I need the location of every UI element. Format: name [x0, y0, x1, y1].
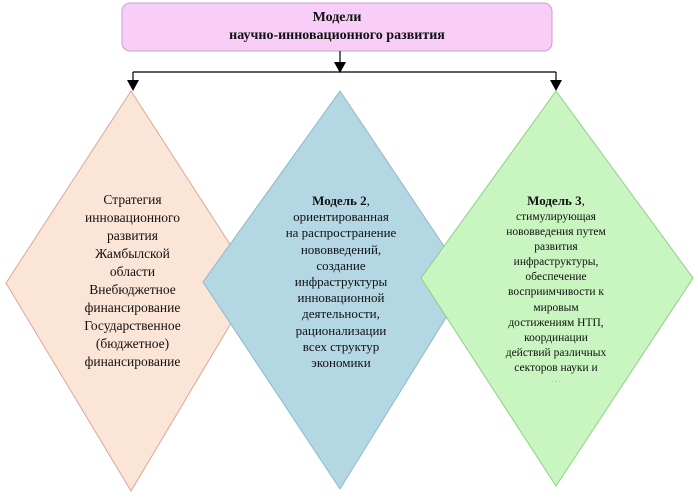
- title-line-2: научно-инновационного развития: [229, 28, 445, 43]
- model-3-heading-suffix: ,: [581, 193, 585, 208]
- model-2-line: рационализации: [295, 322, 387, 338]
- model-2-line: всех структур: [302, 338, 380, 354]
- strategy-line: (бюджетное): [95, 336, 170, 351]
- title-line-1: Модели: [312, 10, 362, 25]
- page-title: Модели научно-инновационного развития: [122, 3, 552, 51]
- model-2-line: на распространение: [285, 225, 397, 241]
- model-3-line: …: [550, 374, 562, 382]
- model-2-heading-suffix: ,: [366, 193, 370, 208]
- strategy-line: финансирование: [84, 354, 181, 369]
- model-2-line: ориентированная: [293, 209, 389, 225]
- strategy-line: развития: [106, 228, 158, 243]
- model-3-text: Модель 3, стимулирующая нововведения пут…: [480, 192, 632, 382]
- arrowheads: [127, 62, 562, 91]
- model-2-text: Модель 2, ориентированная на распростран…: [262, 193, 420, 371]
- model-2-line: создание: [316, 257, 366, 273]
- model-3-line: стимулирующая: [516, 211, 596, 223]
- strategy-text: Стратегия инновационного развития Жамбыл…: [50, 191, 215, 371]
- title-box: [121, 2, 553, 52]
- diamond-model-3: [420, 90, 694, 487]
- model-2-title: Модель 2: [312, 193, 367, 208]
- model-2-line: инновационной: [297, 290, 385, 306]
- diamond-strategy: [5, 90, 256, 492]
- model-3-line: координации: [524, 331, 588, 344]
- strategy-line: финансирование: [84, 300, 181, 315]
- model-3-heading: Модель 3,: [480, 192, 632, 210]
- arrowhead-model-2: [334, 62, 346, 73]
- model-2-line: экономики: [311, 355, 371, 371]
- model-3-line: мировым: [533, 301, 579, 314]
- model-2-heading: Модель 2,: [262, 193, 420, 209]
- model-2-line: нововведений,: [300, 241, 382, 257]
- model-2-line: деятельности,: [302, 306, 380, 322]
- model-3-line: инфраструктуры,: [513, 256, 599, 269]
- arrowhead-model-3: [550, 80, 562, 91]
- model-3-line: действий различных: [505, 346, 607, 359]
- strategy-line: Внебюджетное: [89, 282, 176, 297]
- model-3-line: секторов науки и: [514, 361, 598, 374]
- connector-lines: [132, 51, 557, 84]
- strategy-line: области: [109, 264, 156, 279]
- diamond-model-2: [202, 90, 469, 490]
- arrowhead-model-1: [127, 80, 139, 91]
- model-3-line: восприимчивости к: [507, 286, 605, 299]
- strategy-line: Стратегия: [103, 192, 162, 207]
- strategy-line: Государственное: [84, 318, 181, 333]
- model-2-line: инфраструктуры: [294, 274, 388, 290]
- strategy-line: инновационного: [85, 210, 180, 225]
- model-3-line: нововведения путем: [506, 226, 606, 239]
- model-3-line: достижениям НТП,: [508, 316, 604, 329]
- model-3-title: Модель 3: [527, 193, 582, 208]
- model-3-line: развития: [534, 241, 578, 254]
- strategy-line: Жамбылской: [95, 246, 170, 261]
- model-3-line: обеспечение: [525, 271, 587, 284]
